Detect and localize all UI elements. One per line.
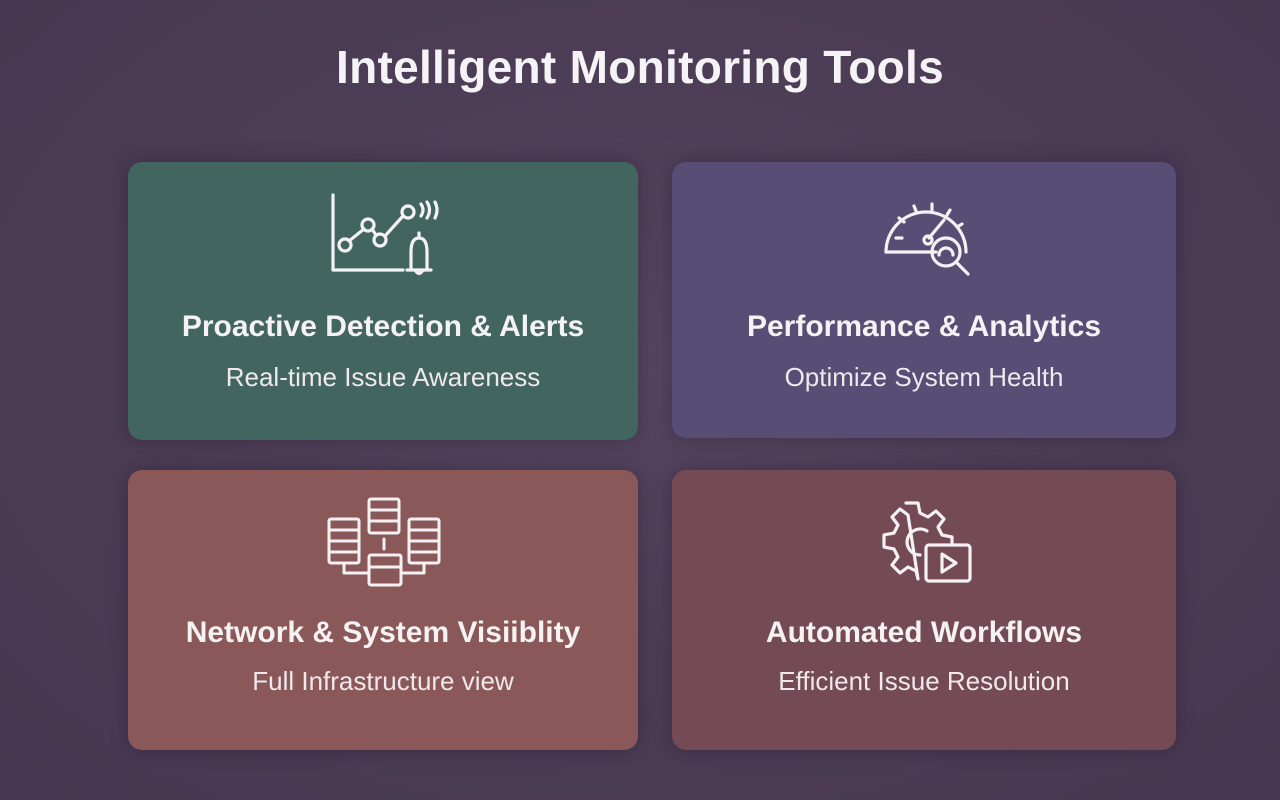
card-subtitle: Full Infrastructure view bbox=[252, 666, 514, 696]
card-subtitle: Efficient Issue Resolution bbox=[778, 666, 1070, 696]
gear-play-icon bbox=[864, 498, 984, 588]
card-performance-analytics[interactable]: Performance & Analytics Optimize System … bbox=[672, 162, 1176, 438]
card-automated-workflows[interactable]: Automated Workflows Efficient Issue Reso… bbox=[672, 470, 1176, 750]
page-title: Intelligent Monitoring Tools bbox=[335, 41, 945, 93]
server-network-icon bbox=[323, 497, 443, 588]
card-heading: Automated Workflows bbox=[765, 616, 1083, 649]
card-subtitle: Real-time Issue Awareness bbox=[225, 362, 541, 392]
card-heading: Performance & Analytics bbox=[746, 310, 1102, 343]
card-network-visibility[interactable]: Network & System Visiiblity Full Infrast… bbox=[128, 470, 638, 750]
line-chart-alert-bell-icon bbox=[323, 190, 443, 280]
card-proactive-detection[interactable]: Proactive Detection & Alerts Real-time I… bbox=[128, 162, 638, 440]
card-heading: Proactive Detection & Alerts bbox=[181, 310, 585, 343]
card-heading: Network & System Visiiblity bbox=[185, 616, 581, 649]
speedometer-magnifier-icon bbox=[864, 190, 984, 280]
card-subtitle: Optimize System Health bbox=[784, 362, 1064, 392]
